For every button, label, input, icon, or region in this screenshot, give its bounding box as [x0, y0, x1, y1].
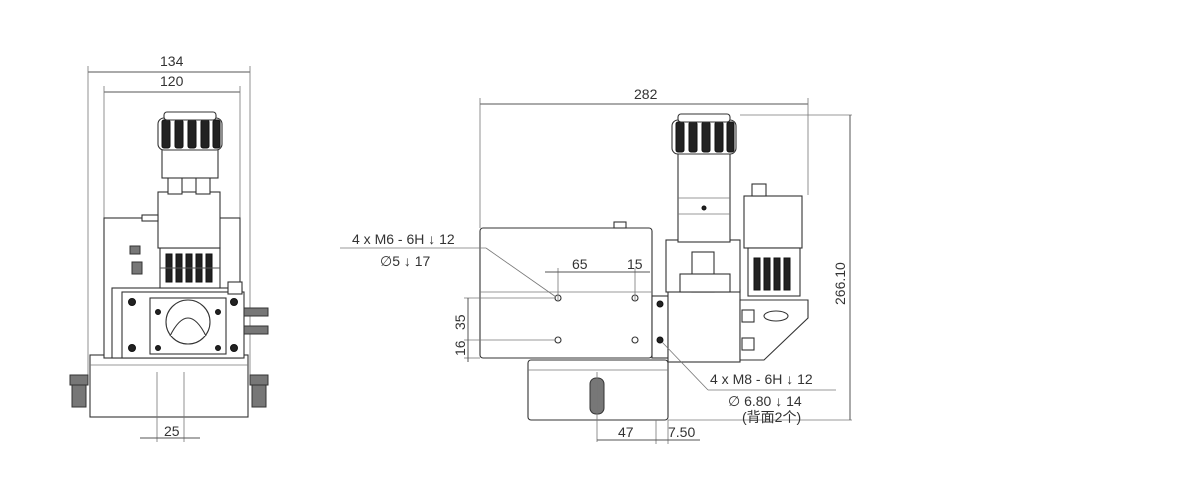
dim-front-120: 120 — [160, 73, 184, 89]
dim-front-25: 25 — [164, 423, 180, 439]
callout-m6-line2: ∅5 ↓ 17 — [380, 253, 431, 269]
dim-side-7-50: 7.50 — [668, 424, 695, 440]
front-view: 134 120 — [69, 53, 269, 442]
dim-side-65: 65 — [572, 256, 588, 272]
dim-side-266: 266.10 — [832, 262, 848, 305]
dim-side-282: 282 — [634, 86, 658, 102]
callout-m6-line1: 4 x M6 - 6H ↓ 12 — [352, 231, 455, 247]
dim-front-134: 134 — [160, 53, 184, 69]
callout-m8-line2: ∅ 6.80 ↓ 14 — [728, 393, 802, 409]
side-view: 282 266.10 65 15 35 16 4 x M6 - 6H ↓ 12 … — [340, 86, 852, 444]
callout-m8-line1: 4 x M8 - 6H ↓ 12 — [710, 371, 813, 387]
dim-side-47: 47 — [618, 424, 634, 440]
dim-side-15-top: 15 — [627, 256, 643, 272]
callout-m8-line3: (背面2个) — [742, 409, 801, 425]
dim-side-16: 16 — [452, 340, 468, 356]
dim-side-35: 35 — [452, 314, 468, 330]
